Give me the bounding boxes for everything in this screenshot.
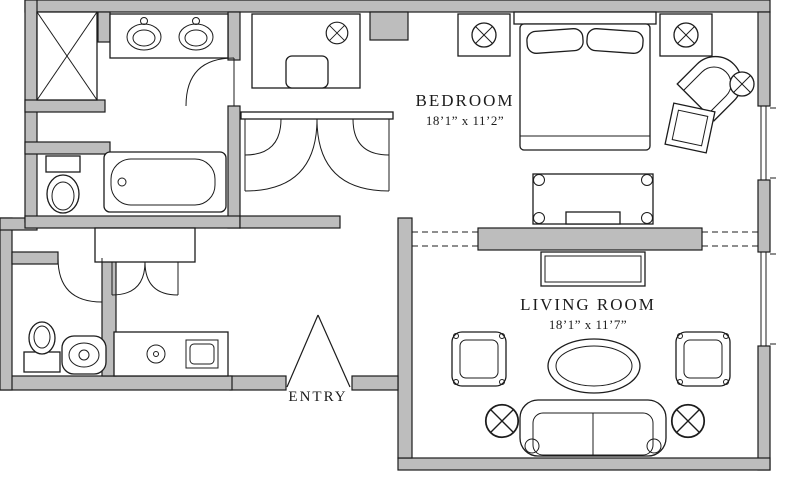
- coffee-table: [547, 338, 641, 394]
- divider-half-wall: [477, 227, 703, 251]
- vanity-double-sink: [109, 13, 229, 59]
- nightstand-left: [457, 13, 511, 57]
- sofa-lamp-table-left: [484, 403, 520, 439]
- kitchenette-counter: [113, 331, 229, 377]
- sofa-lamp-table-right: [670, 403, 706, 439]
- toilet: [45, 155, 81, 214]
- accent-chair-right: [675, 331, 731, 387]
- hall-closet: [94, 227, 196, 296]
- entry-door: [286, 314, 351, 388]
- corner-side-table: [664, 102, 716, 154]
- living-room-window: [758, 251, 776, 347]
- bathroom-door: [185, 57, 235, 107]
- media-cabinet: [540, 251, 646, 287]
- console-table: [532, 173, 654, 225]
- closet-bifold-doors: [240, 111, 394, 192]
- entry-label: ENTRY: [288, 389, 347, 405]
- living-room-dimensions: 18’1” x 11’7”: [549, 317, 627, 332]
- bathroom2-door: [57, 257, 103, 303]
- nightstand-right: [659, 13, 713, 57]
- sofa: [519, 399, 667, 457]
- bedroom-dimensions: 18’1” x 11’2”: [426, 113, 504, 128]
- corner-lamp-table: [729, 71, 755, 97]
- toilet-2: [23, 321, 61, 373]
- shower: [36, 11, 98, 101]
- desk: [251, 13, 361, 89]
- bedroom-label: BEDROOM: [415, 91, 514, 110]
- accent-chair-left: [451, 331, 507, 387]
- bed: [513, 11, 657, 151]
- bathtub: [103, 151, 227, 213]
- sink: [61, 335, 107, 375]
- room-divider-dashes: [412, 231, 758, 247]
- bedroom-window: [758, 105, 776, 181]
- walls: [0, 0, 771, 471]
- living-room-label: LIVING ROOM: [520, 295, 656, 314]
- corner-armchair: [676, 55, 743, 122]
